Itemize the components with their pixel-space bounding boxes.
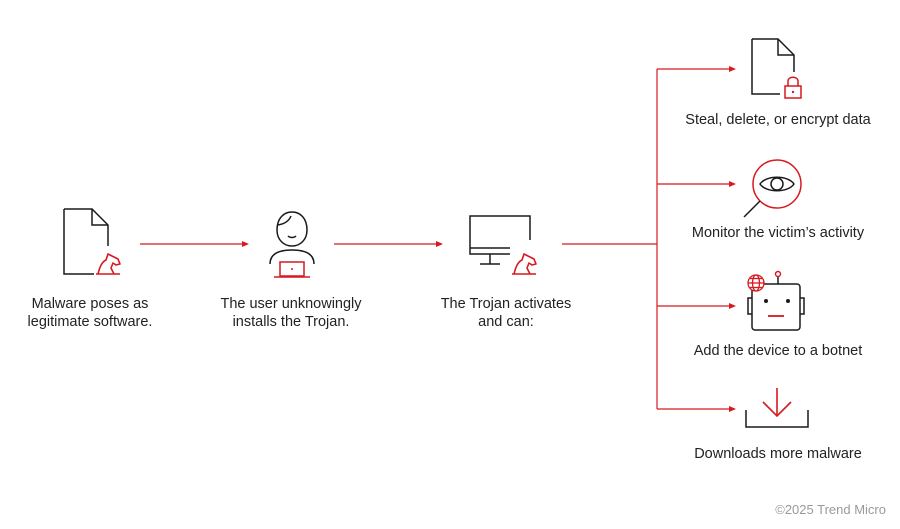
document-lock-icon xyxy=(751,38,802,99)
eye-magnifier-icon xyxy=(743,159,802,218)
step-3-label: The Trojan activates and can: xyxy=(440,296,572,330)
step-1-label: Malware poses as legitimate software. xyxy=(27,296,153,330)
arrow-to-outcome-1 xyxy=(657,66,736,72)
arrow-step1-to-step2 xyxy=(140,241,249,247)
download-icon xyxy=(745,388,809,428)
arrow-to-outcome-4 xyxy=(657,406,736,412)
step-2-label: The user unknowingly installs the Trojan… xyxy=(220,296,362,330)
outcome-4-label: Downloads more malware xyxy=(694,446,862,462)
arrow-to-outcome-3 xyxy=(657,303,736,309)
monitor-trojan-icon xyxy=(469,215,537,275)
outcome-3-label: Add the device to a botnet xyxy=(693,343,863,359)
copyright-text: ©2025 Trend Micro xyxy=(775,502,886,517)
outcome-2-label: Monitor the victim’s activity xyxy=(691,225,865,241)
arrow-to-outcome-2 xyxy=(657,181,736,187)
arrow-step2-to-step3 xyxy=(334,241,443,247)
branch-connector xyxy=(562,69,658,409)
robot-globe-icon xyxy=(747,270,805,331)
document-trojan-icon xyxy=(63,208,121,275)
user-laptop-icon xyxy=(269,211,315,278)
outcome-1-label: Steal, delete, or encrypt data xyxy=(685,112,871,128)
